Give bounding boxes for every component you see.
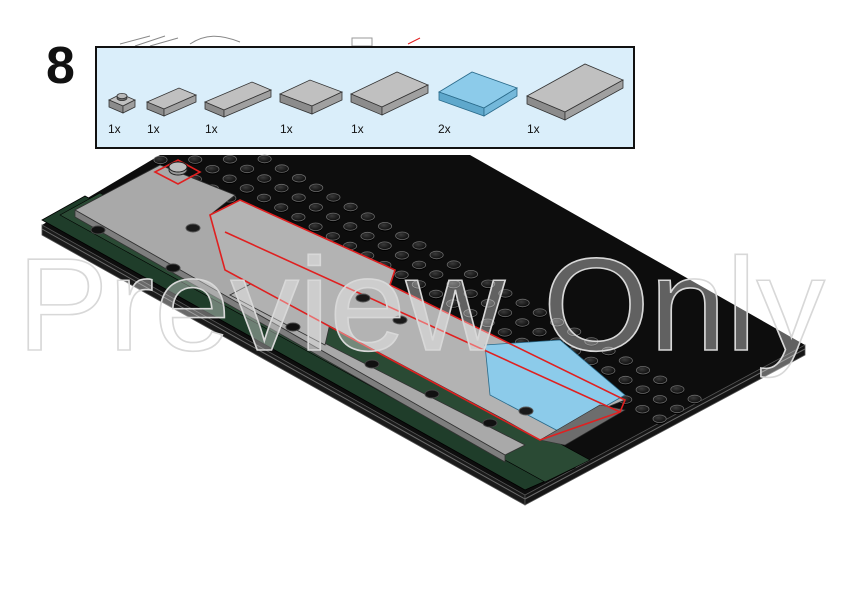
part-tile-2x2-light-blue	[438, 71, 518, 117]
green-plate-studs	[90, 225, 498, 428]
part-qty: 1x	[280, 122, 293, 136]
parts-illustrations	[108, 63, 624, 121]
part-tile-2x2	[278, 79, 344, 115]
part-qty: 2x	[438, 122, 451, 136]
part-plate-1x1-round	[108, 93, 136, 114]
step-number: 8	[46, 37, 75, 95]
parts-callout: 1x 1x 1x 1x 1x 2x 1x	[95, 46, 635, 149]
new-round-plate	[168, 161, 188, 176]
part-qty: 1x	[147, 122, 160, 136]
part-qty: 1x	[205, 122, 218, 136]
part-tile-1x2	[145, 87, 198, 117]
baseplate-right-side	[524, 344, 806, 506]
part-qty: 1x	[108, 122, 121, 136]
part-tile-2x4	[526, 63, 624, 121]
part-qty: 1x	[351, 122, 364, 136]
part-tile-1x3	[203, 81, 273, 118]
tile-studs	[185, 223, 534, 416]
part-tile-2x3	[350, 71, 429, 116]
part-qty: 1x	[527, 122, 540, 136]
previous-step-sketch	[119, 35, 421, 47]
